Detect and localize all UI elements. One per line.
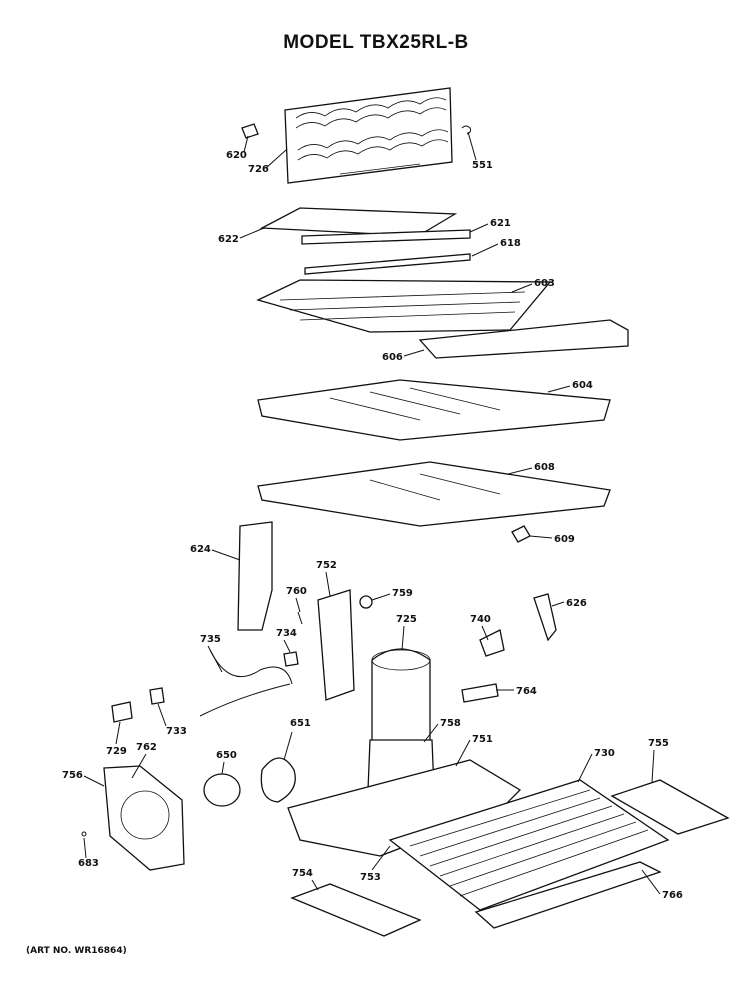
label-751: 751 <box>472 734 493 745</box>
label-755: 755 <box>648 738 669 749</box>
part-730-condenser <box>388 779 670 911</box>
part-606-rail <box>418 319 629 359</box>
label-620: 620 <box>226 150 247 161</box>
part-608-tray <box>257 461 611 527</box>
label-725: 725 <box>396 614 417 625</box>
part-752-bracket <box>317 589 355 701</box>
part-766-drain-pan <box>474 861 662 929</box>
label-752: 752 <box>316 560 337 571</box>
label-740: 740 <box>470 614 491 625</box>
label-762: 762 <box>136 742 157 753</box>
part-734-switch <box>283 651 299 667</box>
part-620-clip <box>241 123 259 139</box>
label-756: 756 <box>62 770 83 781</box>
label-730: 730 <box>594 748 615 759</box>
label-604: 604 <box>572 380 593 391</box>
part-618-rod <box>304 253 471 275</box>
part-754-plate <box>290 883 422 937</box>
part-755-panel <box>610 779 730 835</box>
label-626: 626 <box>566 598 587 609</box>
part-729-box <box>111 701 133 723</box>
label-729: 729 <box>106 746 127 757</box>
part-609-clip <box>511 525 531 543</box>
part-735-harness <box>199 649 293 717</box>
part-725-compressor <box>371 648 431 749</box>
label-603: 603 <box>534 278 555 289</box>
label-735: 735 <box>200 634 221 645</box>
part-603-shelf <box>256 279 552 333</box>
part-760-screw <box>297 611 303 625</box>
label-618: 618 <box>500 238 521 249</box>
part-764-relay <box>461 683 499 703</box>
page-title: MODEL TBX25RL-B <box>283 32 469 53</box>
label-608: 608 <box>534 462 555 473</box>
part-650-fan-motor <box>203 773 241 807</box>
part-733-connector <box>149 687 165 705</box>
label-759: 759 <box>392 588 413 599</box>
label-764: 764 <box>516 686 537 697</box>
label-621: 621 <box>490 218 511 229</box>
part-726-coil-panel <box>284 87 453 184</box>
art-number: (ART NO. WR16864) <box>26 946 127 956</box>
label-754: 754 <box>292 868 313 879</box>
part-551-screw <box>461 125 472 135</box>
part-651-fan-blade <box>260 757 296 803</box>
part-621-bar <box>301 229 471 245</box>
label-606: 606 <box>382 352 403 363</box>
label-624: 624 <box>190 544 211 555</box>
label-551: 551 <box>472 160 493 171</box>
label-683: 683 <box>78 858 99 869</box>
part-624-duct <box>237 521 273 631</box>
part-604-tray <box>257 379 611 441</box>
part-756-fan-housing <box>103 765 185 871</box>
part-740-clip <box>479 629 505 657</box>
label-753: 753 <box>360 872 381 883</box>
part-683-screw <box>81 831 87 837</box>
label-758: 758 <box>440 718 461 729</box>
part-626-thermostat <box>533 593 557 642</box>
leader-lines <box>83 131 661 895</box>
label-734: 734 <box>276 628 297 639</box>
label-766: 766 <box>662 890 683 901</box>
part-labels: 620 726 551 622 621 618 603 606 604 608 … <box>62 150 683 901</box>
label-609: 609 <box>554 534 575 545</box>
label-622: 622 <box>218 234 239 245</box>
label-760: 760 <box>286 586 307 597</box>
label-650: 650 <box>216 750 237 761</box>
label-726: 726 <box>248 164 269 175</box>
label-733: 733 <box>166 726 187 737</box>
part-759-knob <box>359 595 373 609</box>
label-651: 651 <box>290 718 311 729</box>
